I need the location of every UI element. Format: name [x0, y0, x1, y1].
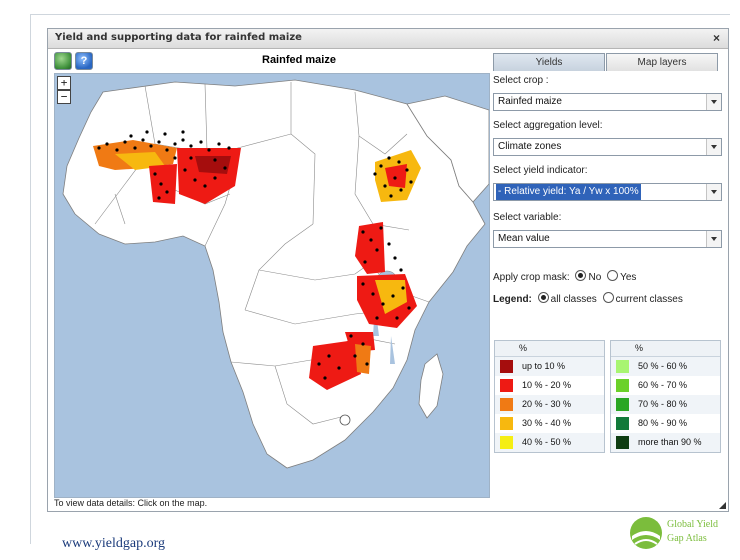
legend-row: 70 % - 80 % [611, 395, 720, 414]
logo-line-1: Global Yield [667, 519, 719, 530]
crop-mask-label: Apply crop mask: [493, 272, 570, 283]
legend-row: 50 % - 60 % [611, 357, 720, 376]
map-canvas[interactable] [55, 74, 489, 497]
land-arabia [406, 95, 489, 203]
gyga-logo: Global Yield Gap Atlas [629, 514, 733, 554]
legend-row: 30 % - 40 % [495, 414, 604, 433]
globe-icon[interactable] [54, 52, 72, 70]
map-toolbar: ? [48, 49, 488, 71]
aggregation-value: Climate zones [498, 141, 562, 152]
variable-select[interactable]: Mean value [493, 230, 722, 248]
close-icon[interactable]: × [712, 31, 720, 45]
footer-url[interactable]: www.yieldgap.org [62, 536, 166, 551]
legend-row: up to 10 % [495, 357, 604, 376]
legend-swatch [616, 398, 629, 411]
variable-label: Select variable: [493, 212, 562, 223]
legend-swatch [500, 398, 513, 411]
slide-border-top [30, 14, 730, 15]
mask-yes-label[interactable]: Yes [620, 272, 637, 283]
legend-label: more than 90 % [638, 437, 702, 447]
aggregation-select[interactable]: Climate zones [493, 138, 722, 156]
legend-label: 70 % - 80 % [638, 399, 688, 409]
legend-swatch [616, 360, 629, 373]
window-title: Yield and supporting data for rainfed ma… [55, 32, 302, 43]
zoom-out-button[interactable]: − [57, 90, 71, 104]
legend-header: % [611, 341, 720, 357]
legend-label: 30 % - 40 % [522, 418, 572, 428]
legend-table-left: % up to 10 % 10 % - 20 % 20 % - 30 % 30 … [494, 340, 605, 453]
window-titlebar[interactable]: Yield and supporting data for rainfed ma… [48, 29, 728, 49]
legend-swatch [500, 379, 513, 392]
legend-header: % [495, 341, 604, 357]
legend-row: more than 90 % [611, 433, 720, 452]
legend-current-label[interactable]: current classes [615, 294, 683, 305]
tab-yields[interactable]: Yields [493, 53, 605, 71]
map-status: To view data details: Click on the map. [54, 498, 208, 508]
indicator-select[interactable]: - Relative yield: Ya / Yw x 100% [493, 183, 722, 201]
legend-all-label[interactable]: all classes [550, 294, 597, 305]
legend-label: 10 % - 20 % [522, 380, 572, 390]
legend-swatch [500, 417, 513, 430]
crop-value: Rainfed maize [498, 96, 562, 107]
zoom-in-button[interactable]: + [57, 76, 71, 90]
legend-table-right: % 50 % - 60 % 60 % - 70 % 70 % - 80 % 80… [610, 340, 721, 453]
chevron-down-icon[interactable] [706, 231, 721, 247]
legend-swatch [616, 436, 629, 449]
data-west-africa [93, 140, 241, 204]
gyga-logo-icon [630, 517, 662, 549]
data-points [97, 130, 413, 380]
resize-grip-icon[interactable] [719, 502, 726, 509]
legend-row: 80 % - 90 % [611, 414, 720, 433]
map-title: Rainfed maize [262, 54, 336, 66]
indicator-value: - Relative yield: Ya / Yw x 100% [496, 184, 641, 200]
legend-row: 20 % - 30 % [495, 395, 604, 414]
help-icon[interactable]: ? [75, 52, 93, 70]
settings-panel: Yields Map layers Select crop : Rainfed … [493, 51, 722, 499]
data-ethiopia [375, 150, 421, 202]
land-madagascar [418, 353, 444, 419]
legend-swatch [500, 360, 513, 373]
logo-line-2: Gap Atlas [667, 533, 707, 544]
variable-value: Mean value [498, 233, 550, 244]
legend-current-radio[interactable] [602, 292, 614, 303]
africa-map[interactable]: + − [54, 73, 490, 498]
yield-window: Yield and supporting data for rainfed ma… [47, 28, 729, 512]
slide-border-left [30, 14, 31, 544]
legend-label: up to 10 % [522, 361, 566, 371]
legend-all-radio[interactable] [537, 292, 549, 303]
legend-swatch [500, 436, 513, 449]
panel-tabs: Yields Map layers [493, 51, 722, 71]
lesotho [339, 414, 351, 426]
legend-row: 40 % - 50 % [495, 433, 604, 452]
mask-yes-radio[interactable] [607, 270, 619, 281]
crop-select[interactable]: Rainfed maize [493, 93, 722, 111]
crop-label: Select crop : [493, 75, 549, 86]
legend-label: 20 % - 30 % [522, 399, 572, 409]
mask-no-radio[interactable] [575, 270, 587, 281]
legend-label: 80 % - 90 % [638, 418, 688, 428]
legend-swatch [616, 379, 629, 392]
legend-label: 40 % - 50 % [522, 437, 572, 447]
data-east-africa [309, 222, 417, 390]
crop-mask-row: Apply crop mask: No Yes [493, 270, 636, 283]
tab-map-layers[interactable]: Map layers [606, 53, 718, 71]
chevron-down-icon[interactable] [706, 94, 721, 110]
mask-no-label[interactable]: No [588, 272, 602, 283]
chevron-down-icon[interactable] [706, 139, 721, 155]
indicator-label: Select yield indicator: [493, 165, 588, 176]
legend-mode-label: Legend: [493, 294, 532, 305]
chevron-down-icon[interactable] [706, 184, 721, 200]
lake-malawi [390, 336, 395, 364]
legend-swatch [616, 417, 629, 430]
aggregation-label: Select aggregation level: [493, 120, 603, 131]
legend-mode-row: Legend: all classes current classes [493, 292, 683, 305]
legend-row: 10 % - 20 % [495, 376, 604, 395]
legend-label: 60 % - 70 % [638, 380, 688, 390]
legend-row: 60 % - 70 % [611, 376, 720, 395]
legend-label: 50 % - 60 % [638, 361, 688, 371]
